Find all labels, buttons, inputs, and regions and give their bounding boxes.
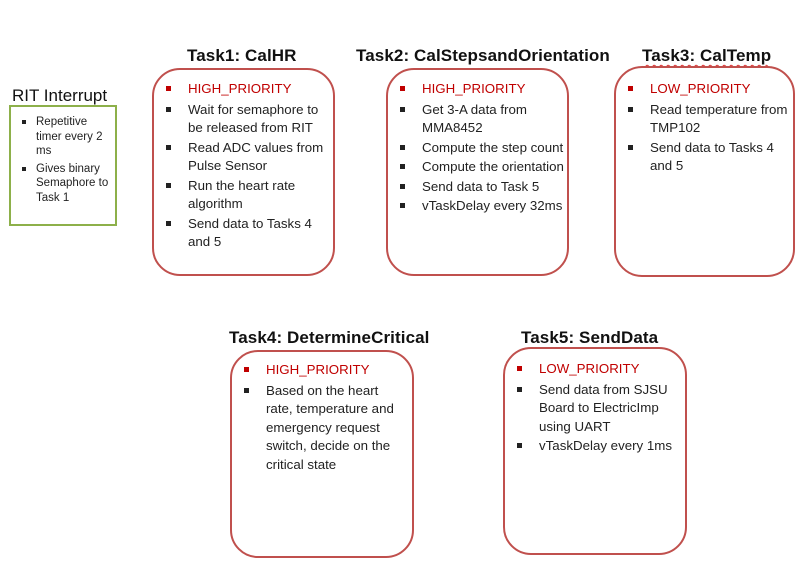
task3-list: LOW_PRIORITY Read temperature from TMP10…: [616, 80, 793, 176]
bullet-icon: [400, 164, 405, 169]
bullet-icon: [166, 220, 171, 226]
list-item: Send data to Task 5: [388, 178, 567, 197]
bullet-icon: [244, 367, 249, 372]
priority-label: HIGH_PRIORITY: [388, 80, 567, 99]
list-item-text: Get 3-A data from MMA8452: [422, 101, 527, 136]
bullet-icon: [400, 203, 405, 208]
bullet-icon: [628, 144, 633, 150]
list-item: vTaskDelay every 32ms: [388, 197, 567, 216]
bullet-icon: [166, 144, 171, 150]
list-item-text: Wait for semaphore to be released from R…: [188, 101, 319, 136]
list-item: Based on the heart rate, temperature and…: [232, 382, 412, 475]
task2-title: Task2: CalStepsandOrientation: [356, 46, 610, 65]
list-item: Read temperature from TMP102: [616, 101, 793, 138]
task5-title: Task5: SendData: [521, 328, 659, 347]
list-item-text: vTaskDelay every 1ms: [539, 438, 673, 453]
list-item-text: Based on the heart rate, temperature and…: [266, 382, 394, 472]
list-item: Read ADC values from Pulse Sensor: [154, 139, 333, 176]
list-item: Get 3-A data from MMA8452: [388, 101, 567, 138]
bullet-icon: [166, 86, 171, 91]
bullet-icon: [166, 182, 171, 188]
task1-title: Task1: CalHR: [187, 46, 297, 65]
priority-label: HIGH_PRIORITY: [154, 80, 333, 99]
bullet-icon: [166, 106, 171, 112]
priority-text: HIGH_PRIORITY: [266, 362, 370, 377]
rit-item-text: Gives binary Semaphore to Task 1: [36, 162, 109, 204]
list-item: Wait for semaphore to be released from R…: [154, 101, 333, 138]
list-item: Send data to Tasks 4 and 5: [154, 215, 333, 252]
list-item: Run the heart rate algorithm: [154, 177, 333, 214]
list-item: Send data to Tasks 4 and 5: [616, 139, 793, 176]
rit-interrupt-list: Repetitive timer every 2 ms Gives binary…: [11, 107, 115, 205]
rit-interrupt-title: RIT Interrupt: [12, 86, 108, 105]
list-item-text: Send data to Tasks 4 and 5: [650, 139, 774, 174]
bullet-icon: [400, 106, 405, 112]
list-item: Gives binary Semaphore to Task 1: [19, 162, 111, 206]
bullet-icon: [22, 166, 26, 171]
list-item-text: Read temperature from TMP102: [650, 101, 788, 136]
bullet-icon: [400, 183, 405, 189]
list-item: vTaskDelay every 1ms: [505, 437, 685, 456]
priority-label: LOW_PRIORITY: [616, 80, 793, 99]
bullet-icon: [400, 144, 405, 150]
priority-text: LOW_PRIORITY: [650, 81, 751, 96]
bullet-icon: [517, 366, 522, 371]
priority-text: HIGH_PRIORITY: [422, 81, 526, 96]
task3-title-text: Task3: CalTemp: [642, 46, 772, 65]
list-item-text: Compute the step count: [422, 139, 564, 155]
priority-text: HIGH_PRIORITY: [188, 81, 292, 96]
list-item: Send data from SJSU Board to ElectricImp…: [505, 381, 685, 437]
task4-list: HIGH_PRIORITY Based on the heart rate, t…: [232, 361, 412, 474]
list-item-text: Run the heart rate algorithm: [188, 177, 296, 212]
task1-box: HIGH_PRIORITY Wait for semaphore to be r…: [152, 68, 335, 276]
list-item: Repetitive timer every 2 ms: [19, 115, 111, 159]
task4-box: HIGH_PRIORITY Based on the heart rate, t…: [230, 350, 414, 558]
list-item-text: Send data from SJSU Board to ElectricImp…: [539, 381, 668, 434]
task1-list: HIGH_PRIORITY Wait for semaphore to be r…: [154, 80, 333, 252]
bullet-icon: [400, 86, 405, 91]
task3-box: LOW_PRIORITY Read temperature from TMP10…: [614, 66, 795, 277]
bullet-icon: [628, 86, 633, 91]
list-item: Compute the orientation: [388, 158, 567, 177]
priority-text: LOW_PRIORITY: [539, 361, 640, 376]
bullet-icon: [244, 387, 249, 393]
task2-list: HIGH_PRIORITY Get 3-A data from MMA8452 …: [388, 80, 567, 216]
rit-interrupt-box: Repetitive timer every 2 ms Gives binary…: [9, 105, 117, 226]
task4-title: Task4: DetermineCritical: [229, 328, 430, 347]
task5-list: LOW_PRIORITY Send data from SJSU Board t…: [505, 360, 685, 456]
list-item-text: Send data to Task 5: [422, 178, 540, 194]
bullet-icon: [517, 443, 522, 448]
task3-title: Task3: CalTemp: [642, 46, 771, 66]
list-item-text: Read ADC values from Pulse Sensor: [188, 139, 324, 174]
priority-label: HIGH_PRIORITY: [232, 361, 412, 380]
bullet-icon: [628, 106, 633, 112]
bullet-icon: [22, 120, 26, 124]
task2-box: HIGH_PRIORITY Get 3-A data from MMA8452 …: [386, 68, 569, 276]
task5-box: LOW_PRIORITY Send data from SJSU Board t…: [503, 347, 687, 555]
list-item-text: Compute the orientation: [422, 159, 564, 174]
priority-label: LOW_PRIORITY: [505, 360, 685, 379]
list-item: Compute the step count: [388, 139, 567, 158]
rit-item-text: Repetitive timer every 2 ms: [36, 116, 103, 157]
list-item-text: Send data to Tasks 4 and 5: [188, 215, 312, 250]
bullet-icon: [517, 386, 522, 392]
list-item-text: vTaskDelay every 32ms: [422, 198, 563, 213]
